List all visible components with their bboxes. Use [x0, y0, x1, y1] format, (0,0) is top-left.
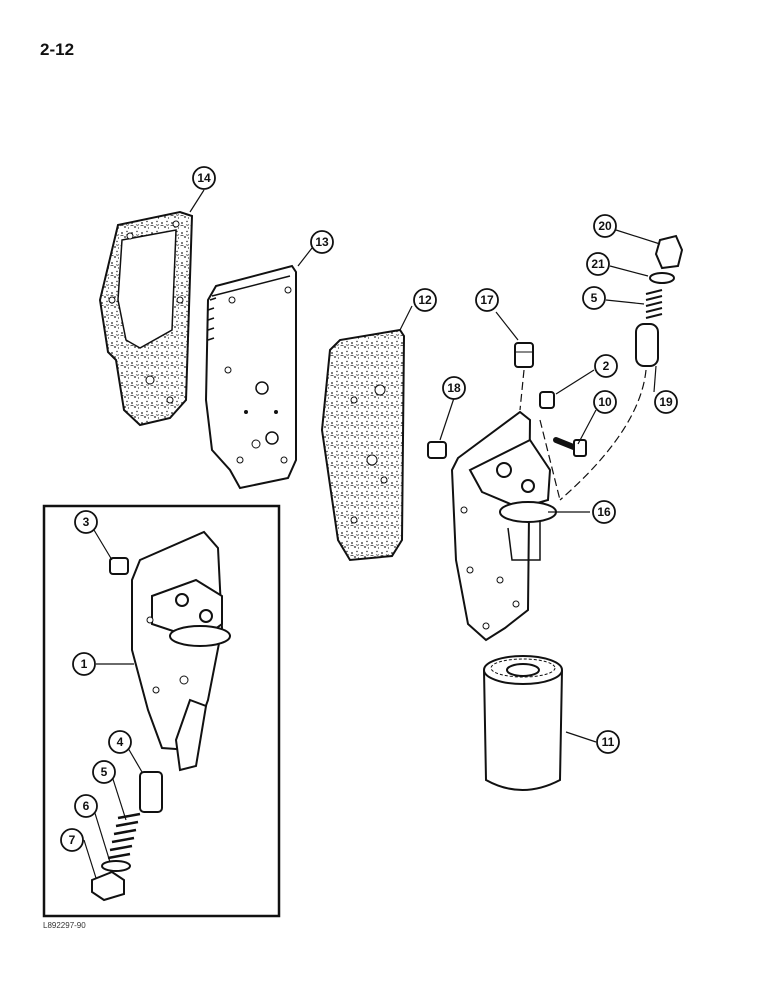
svg-text:5: 5 — [101, 765, 108, 779]
svg-text:3: 3 — [83, 515, 90, 529]
svg-text:17: 17 — [480, 293, 494, 307]
svg-text:18: 18 — [447, 381, 461, 395]
svg-text:6: 6 — [83, 799, 90, 813]
callout-20: 20 — [593, 214, 617, 238]
plug-2 — [539, 391, 555, 409]
filter-head-16 — [450, 410, 557, 642]
callout-5-lower: 5 — [92, 760, 116, 784]
svg-text:11: 11 — [602, 735, 615, 749]
svg-text:13: 13 — [315, 235, 329, 249]
svg-text:12: 12 — [418, 293, 432, 307]
callout-7: 7 — [60, 828, 84, 852]
leader-lines — [83, 189, 661, 879]
callout-18: 18 — [442, 376, 466, 400]
callout-6: 6 — [74, 794, 98, 818]
callout-3: 3 — [74, 510, 98, 534]
assembly-lines — [519, 369, 647, 501]
svg-text:16: 16 — [597, 505, 611, 519]
gasket-14 — [98, 210, 194, 427]
plug-20 — [654, 234, 684, 270]
callout-17: 17 — [475, 288, 499, 312]
callout-5-upper: 5 — [582, 286, 606, 310]
callout-10: 10 — [593, 390, 617, 414]
seal-ring-21 — [649, 272, 675, 284]
plug-7 — [91, 870, 125, 902]
page-number: 2-12 — [40, 40, 75, 59]
callout-13: 13 — [310, 230, 334, 254]
inset-box — [42, 504, 281, 918]
fitting-17 — [514, 342, 534, 368]
oil-filter-11 — [483, 655, 563, 791]
spring-5-lower — [107, 812, 141, 860]
svg-text:10: 10 — [598, 395, 612, 409]
svg-text:20: 20 — [598, 219, 612, 233]
callout-12: 12 — [413, 288, 437, 312]
callout-4: 4 — [108, 730, 132, 754]
valve-4 — [139, 771, 163, 813]
callout-2: 2 — [594, 354, 618, 378]
svg-text:14: 14 — [197, 171, 211, 185]
plug-18 — [427, 441, 447, 459]
svg-text:21: 21 — [591, 257, 605, 271]
callout-16: 16 — [592, 500, 616, 524]
plug-3 — [109, 557, 129, 575]
svg-text:19: 19 — [659, 395, 673, 409]
callout-19: 19 — [654, 390, 678, 414]
valve-19 — [635, 323, 659, 367]
svg-text:7: 7 — [69, 833, 76, 847]
gasket-12 — [320, 328, 406, 562]
callout-11: 11 — [596, 730, 620, 754]
svg-text:1: 1 — [81, 657, 88, 671]
svg-text:2: 2 — [603, 359, 610, 373]
callouts: 14 13 12 17 2 18 10 16 19 20 21 5 11 3 1… — [60, 166, 678, 852]
spring-5-upper — [645, 289, 663, 319]
callout-21: 21 — [586, 252, 610, 276]
callout-1: 1 — [72, 652, 96, 676]
seal-ring-6 — [101, 860, 131, 872]
bolt-10 — [553, 437, 587, 457]
oil-cooler-13 — [204, 264, 297, 490]
drawing-code: L892297-90 — [43, 921, 86, 930]
callout-14: 14 — [192, 166, 216, 190]
svg-text:5: 5 — [591, 291, 598, 305]
svg-text:4: 4 — [117, 735, 124, 749]
